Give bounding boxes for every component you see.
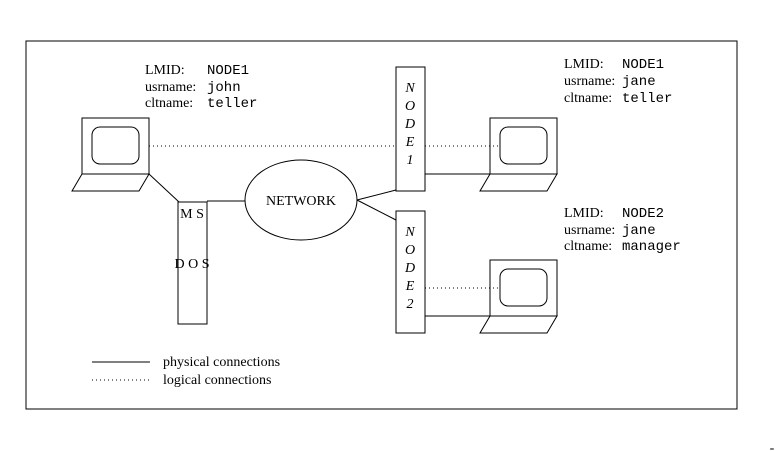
node2-box [395,210,426,334]
client3-lmid-key: LMID: [564,206,604,221]
physical-link-client1-msdos [148,173,180,203]
client3-lmid-value: NODE2 [622,206,664,222]
legend-logical-label: logical connections [163,373,271,388]
client2-cltname-key: cltname: [564,91,612,106]
physical-link-network-node1 [356,189,397,201]
client1-usrname-value: john [207,80,241,96]
network-label: NETWORK [266,194,336,209]
client3-cltname-value: manager [622,239,681,255]
node1-letter-e: E [405,135,415,150]
client1-cltname-value: teller [207,96,257,112]
diagram-frame [25,40,738,410]
client2-usrname-key: usrname: [564,74,615,89]
node2-letter-d: D [404,261,415,276]
client1-lmid-key: LMID: [145,63,185,78]
legend: physical connections logical connections [92,355,280,388]
node1-box [395,66,426,192]
node1-letter-1: 1 [407,153,414,168]
node2-letter-o: O [405,243,415,258]
computer-icon-client3 [479,259,558,334]
node2-letter-2: 2 [407,297,414,312]
node1-letter-o: O [405,99,415,114]
node2-letter-n: N [404,225,415,240]
client3-cltname-key: cltname: [564,239,612,254]
client2-lmid-value: NODE1 [622,57,664,73]
client1-usrname-key: usrname: [145,80,196,95]
client3-usrname-value: jane [622,223,656,239]
node1-letter-d: D [404,117,415,132]
client1-lmid-value: NODE1 [207,63,249,79]
msdos-label-line2: D O S [174,257,209,272]
client2-usrname-value: jane [622,74,656,90]
client2-lmid-key: LMID: [564,57,604,72]
computer-icon-client1 [71,117,150,192]
client3-usrname-key: usrname: [564,223,615,238]
node2-letter-e: E [405,279,415,294]
legend-physical-label: physical connections [163,355,280,370]
computer-icon-client2 [479,117,558,192]
physical-link-network-node2 [356,199,397,221]
client1-cltname-key: cltname: [145,96,193,111]
stray-mark: - [770,441,775,451]
msdos-label-line1: M S [180,207,204,222]
client2-cltname-value: teller [622,91,672,107]
node1-letter-n: N [404,81,415,96]
msdos-box [177,201,208,325]
